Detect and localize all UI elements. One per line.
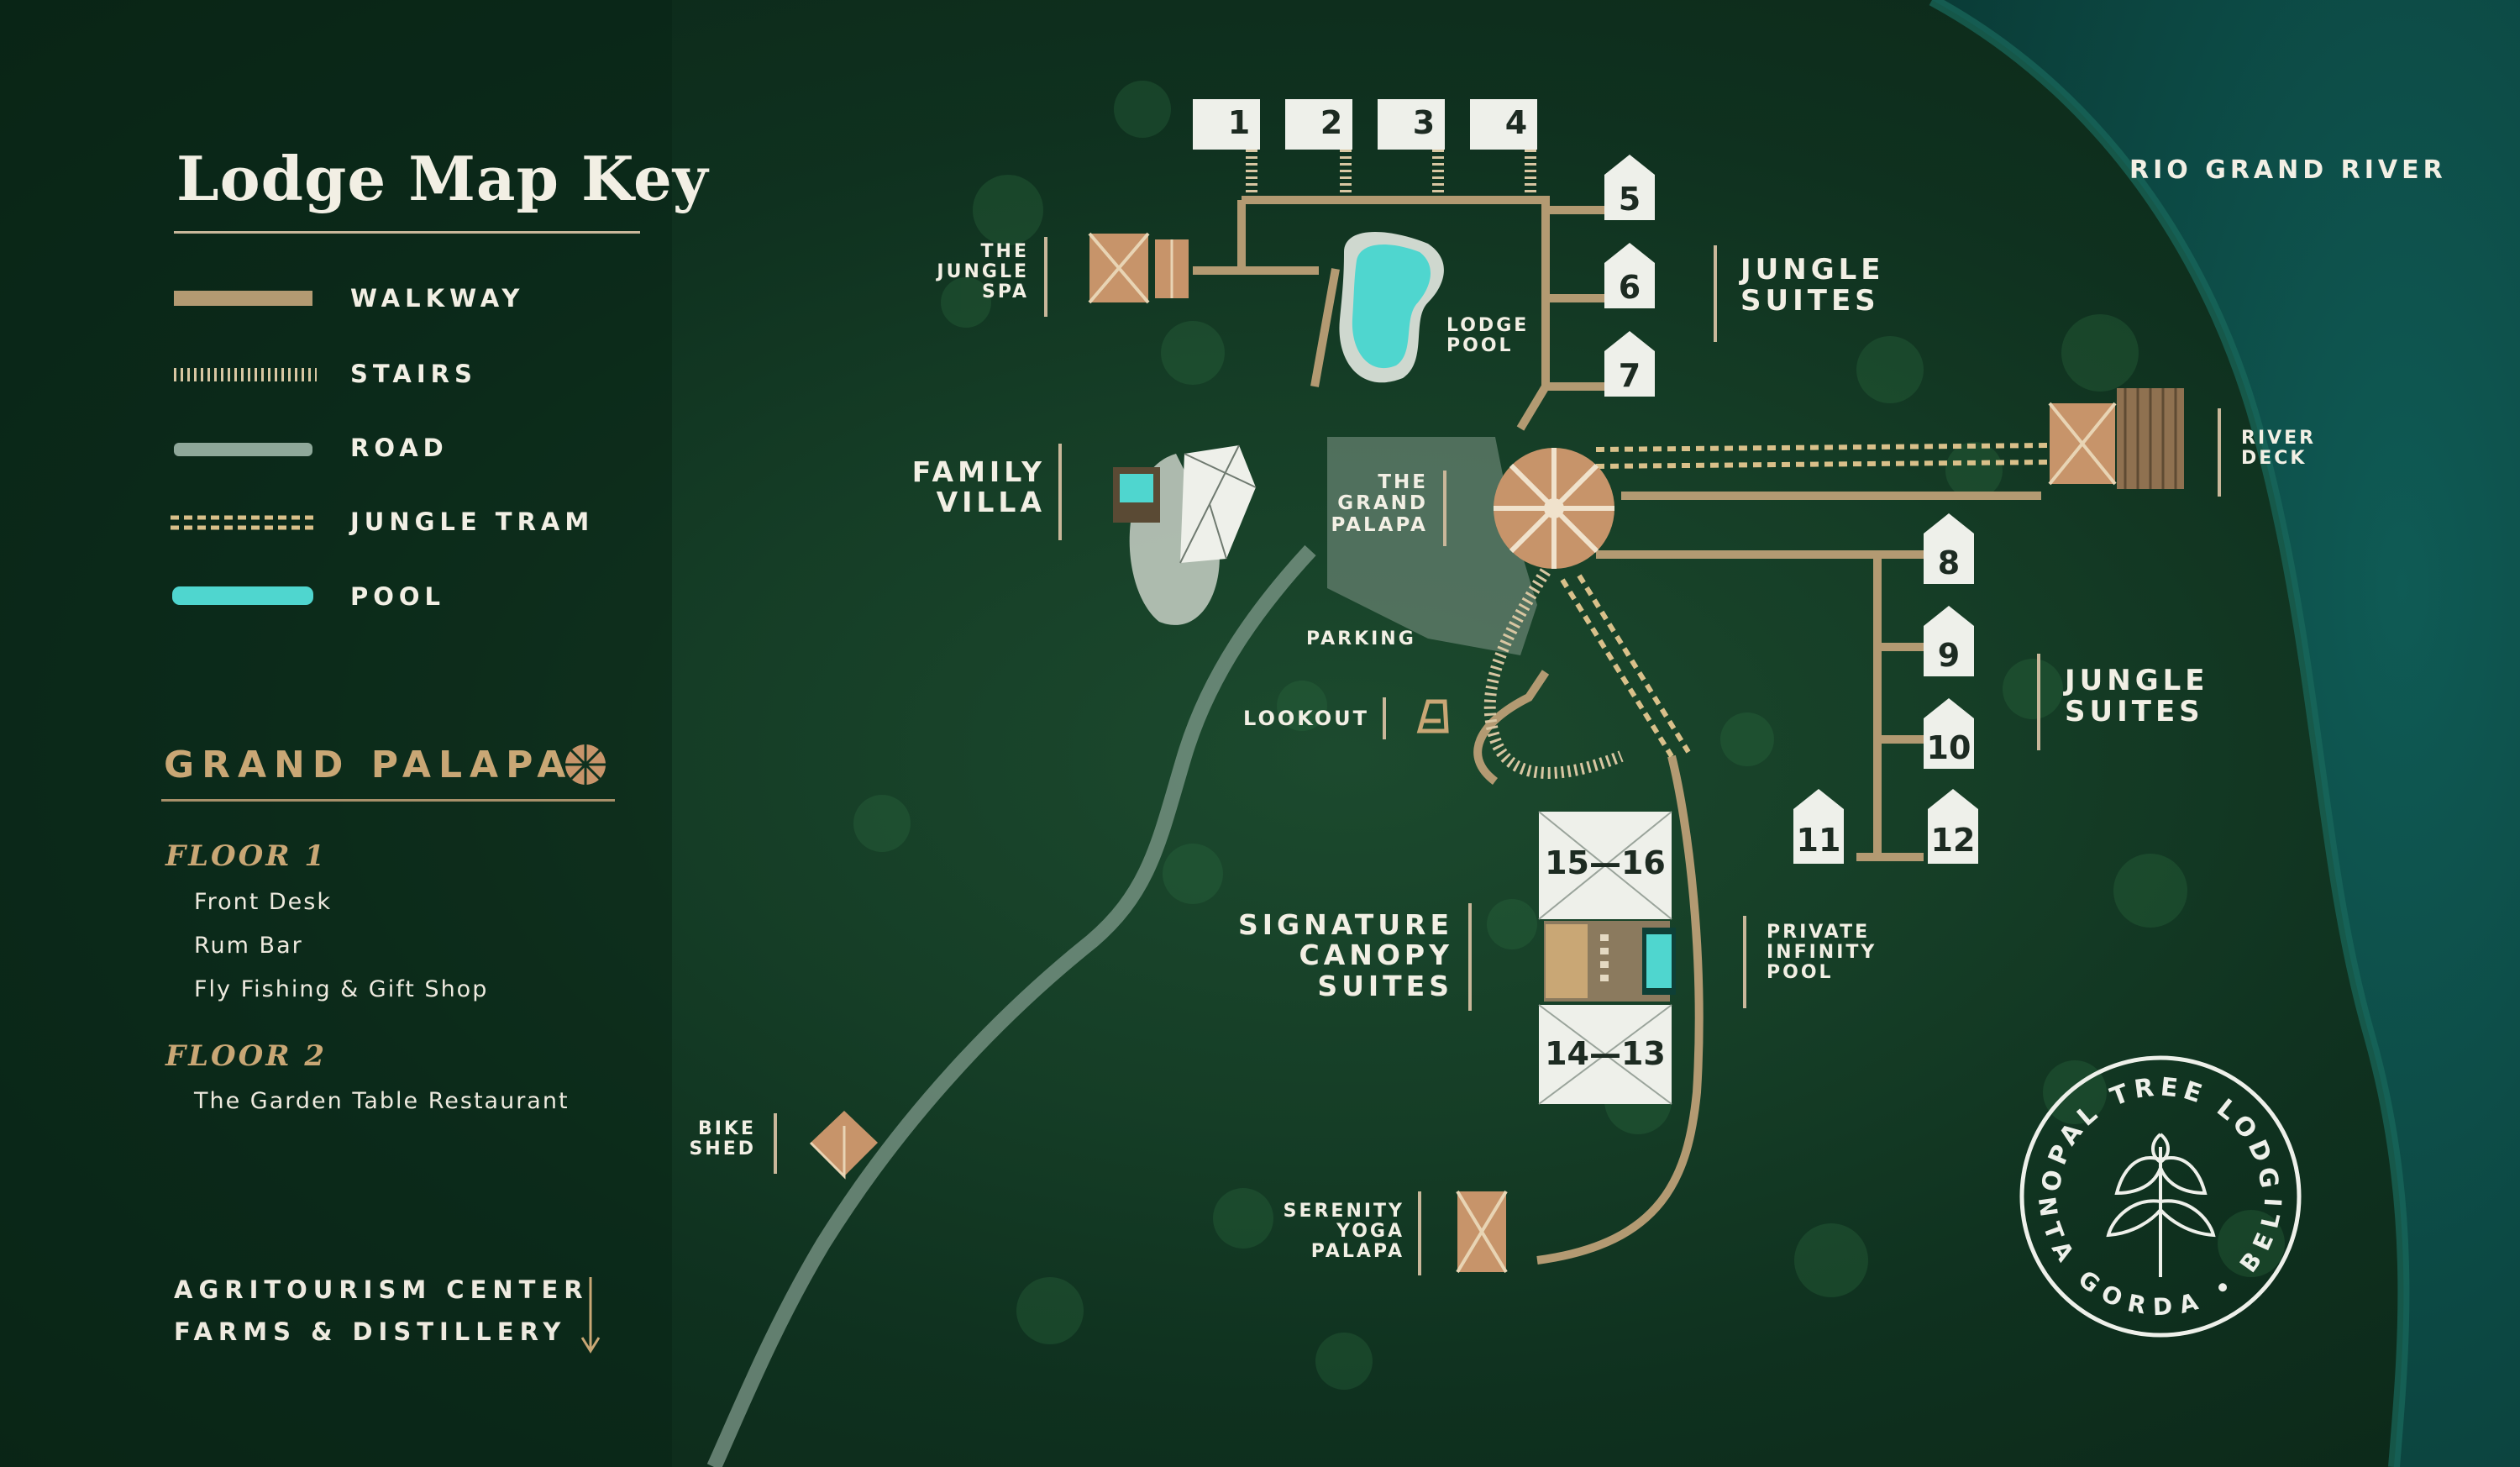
label-divider (1468, 903, 1472, 1011)
lookout-structure (1416, 699, 1449, 734)
suite-number: 1 (1227, 104, 1251, 141)
suite-number: 11 (1796, 822, 1841, 859)
suite-number: 5 (1618, 181, 1641, 218)
agritourism-line-2: FARMS & DISTILLERY (174, 1317, 567, 1346)
legend-item-road: ROAD (172, 431, 449, 465)
suite-number: 7 (1618, 357, 1641, 394)
grand-palapa-roof (1494, 448, 1614, 569)
jungle-spa-building (1088, 232, 1189, 304)
grand-palapa-heading: GRAND PALAPA (164, 744, 574, 786)
suite-number: 8 (1937, 544, 1961, 581)
floor-1-item: Front Desk (194, 889, 332, 915)
riverbank (1929, 0, 2410, 1467)
road (706, 544, 1316, 1467)
lookout-label: LOOKOUT (1243, 707, 1370, 730)
legend-title-underline (174, 231, 640, 234)
canopy-suite-number: 15—16 (1545, 844, 1666, 881)
suite-number: 3 (1412, 104, 1436, 141)
label-divider (2218, 408, 2221, 497)
canopy-suites-buildings (1538, 811, 1676, 1105)
jungle-tram (1560, 443, 2050, 758)
legend-label: WALKWAY (350, 284, 525, 313)
legend-label: JUNGLE TRAM (350, 507, 595, 536)
label-divider (1443, 471, 1446, 546)
parking-label: PARKING (1306, 628, 1416, 649)
agritourism-line-1: AGRITOURISM CENTER (174, 1275, 589, 1304)
suite-number: 12 (1930, 822, 1976, 859)
floor-1-heading: FLOOR 1 (165, 839, 328, 873)
legend-swatches (171, 291, 317, 605)
label-divider (1058, 444, 1062, 540)
river-deck-building (2048, 388, 2184, 489)
label-divider (1743, 916, 1746, 1008)
floor-2-heading: FLOOR 2 (165, 1039, 328, 1073)
floor-1-item: Rum Bar (194, 933, 303, 959)
yoga-palapa-building (1456, 1190, 1508, 1274)
walkways (1193, 196, 2041, 1265)
legend-item-jungle-tram: JUNGLE TRAM (172, 505, 594, 539)
legend-label: ROAD (350, 434, 449, 462)
floor-2-item: The Garden Table Restaurant (194, 1088, 570, 1114)
walkway-swatch (172, 292, 315, 305)
bike-shed-building (809, 1111, 878, 1180)
legend-item-pool: POOL (172, 580, 445, 613)
parking-area (1327, 437, 1537, 655)
canopy-suite-number: 14—13 (1545, 1035, 1666, 1072)
legend-item-stairs: STAIRS (172, 357, 477, 391)
floor-1-item: Fly Fishing & Gift Shop (194, 976, 489, 1002)
suite-number: 6 (1618, 269, 1641, 306)
label-divider (1383, 697, 1386, 739)
road-swatch (172, 441, 315, 455)
suite-number: 9 (1937, 637, 1961, 674)
river (1932, 0, 2520, 1467)
suite-number: 2 (1320, 104, 1343, 141)
grand-palapa-icon (565, 744, 606, 785)
family-villa-building (1113, 444, 1257, 564)
grand-palapa-underline (161, 799, 615, 802)
label-divider (1418, 1191, 1421, 1275)
suite-number: 10 (1926, 729, 1971, 766)
label-divider (2037, 654, 2040, 750)
label-divider (774, 1113, 777, 1174)
pool-swatch (172, 590, 315, 603)
lodge-pool (1339, 232, 1444, 383)
jungle-tram-swatch (172, 515, 315, 528)
jungle-canopy (853, 81, 2285, 1390)
legend-label: STAIRS (350, 360, 477, 388)
down-arrow-icon (580, 1277, 601, 1354)
stairs-swatch (172, 367, 315, 381)
suite-cabins (1193, 99, 1978, 864)
legend-item-walkway: WALKWAY (172, 281, 524, 315)
label-divider (1044, 237, 1047, 317)
label-divider (1714, 245, 1717, 342)
legend-label: POOL (350, 582, 446, 611)
river-label: RIO GRAND RIVER (2129, 155, 2447, 185)
legend-title: Lodge Map Key (176, 143, 709, 214)
stairs (1246, 150, 1624, 779)
suite-number: 4 (1504, 104, 1528, 141)
